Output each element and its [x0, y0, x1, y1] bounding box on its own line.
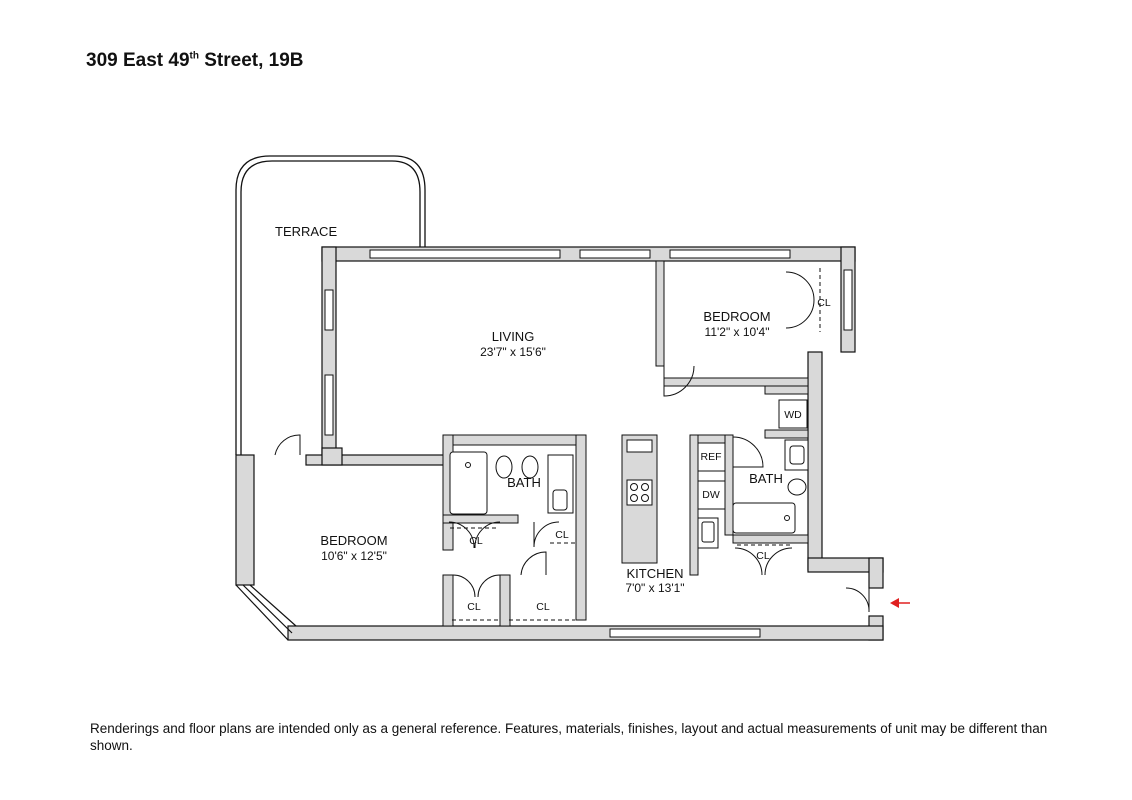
- bedroom1-label: BEDROOM: [703, 309, 770, 324]
- closet-label: CL: [467, 601, 481, 613]
- closet-label: CL: [555, 529, 569, 541]
- dishwasher-label: DW: [702, 489, 720, 501]
- bath2-label: BATH: [749, 471, 783, 486]
- closet-label: CL: [469, 535, 483, 547]
- kitchen-dimensions: 7'0" x 13'1": [625, 581, 684, 595]
- closet-label: CL: [756, 550, 770, 562]
- closet-label: CL: [817, 297, 831, 309]
- living-label: LIVING: [492, 329, 535, 344]
- windows-top: [324, 249, 853, 638]
- bedroom2-label: BEDROOM: [320, 533, 387, 548]
- bedroom2-dimensions: 10'6" x 12'5": [321, 549, 387, 563]
- title-superscript: th: [189, 50, 199, 62]
- bedroom1-dimensions: 11'2" x 10'4": [705, 325, 770, 339]
- disclaimer-text: Renderings and floor plans are intended …: [90, 721, 1048, 753]
- floor-plan: TERRACE LIVING 23'7" x 15'6" BEDROOM 11'…: [235, 155, 910, 641]
- title-rest: Street, 19B: [198, 50, 304, 71]
- entry-arrow: [890, 598, 910, 608]
- closet-label: CL: [536, 601, 550, 613]
- kitchen-label: KITCHEN: [626, 566, 683, 581]
- page-title: 309 East 49th Street, 19B: [86, 50, 304, 72]
- terrace-label: TERRACE: [275, 224, 337, 239]
- door-swings: [274, 271, 870, 613]
- terrace-outline: [235, 155, 426, 455]
- refrigerator-label: REF: [701, 451, 722, 463]
- title-main: 309 East 49: [86, 50, 190, 71]
- bath1-label: BATH: [507, 475, 541, 490]
- fixtures: [449, 399, 809, 549]
- washer-dryer-label: WD: [784, 409, 802, 421]
- closet-shelves: [450, 268, 821, 621]
- bay-window: [235, 584, 297, 641]
- living-dimensions: 23'7" x 15'6": [480, 345, 546, 359]
